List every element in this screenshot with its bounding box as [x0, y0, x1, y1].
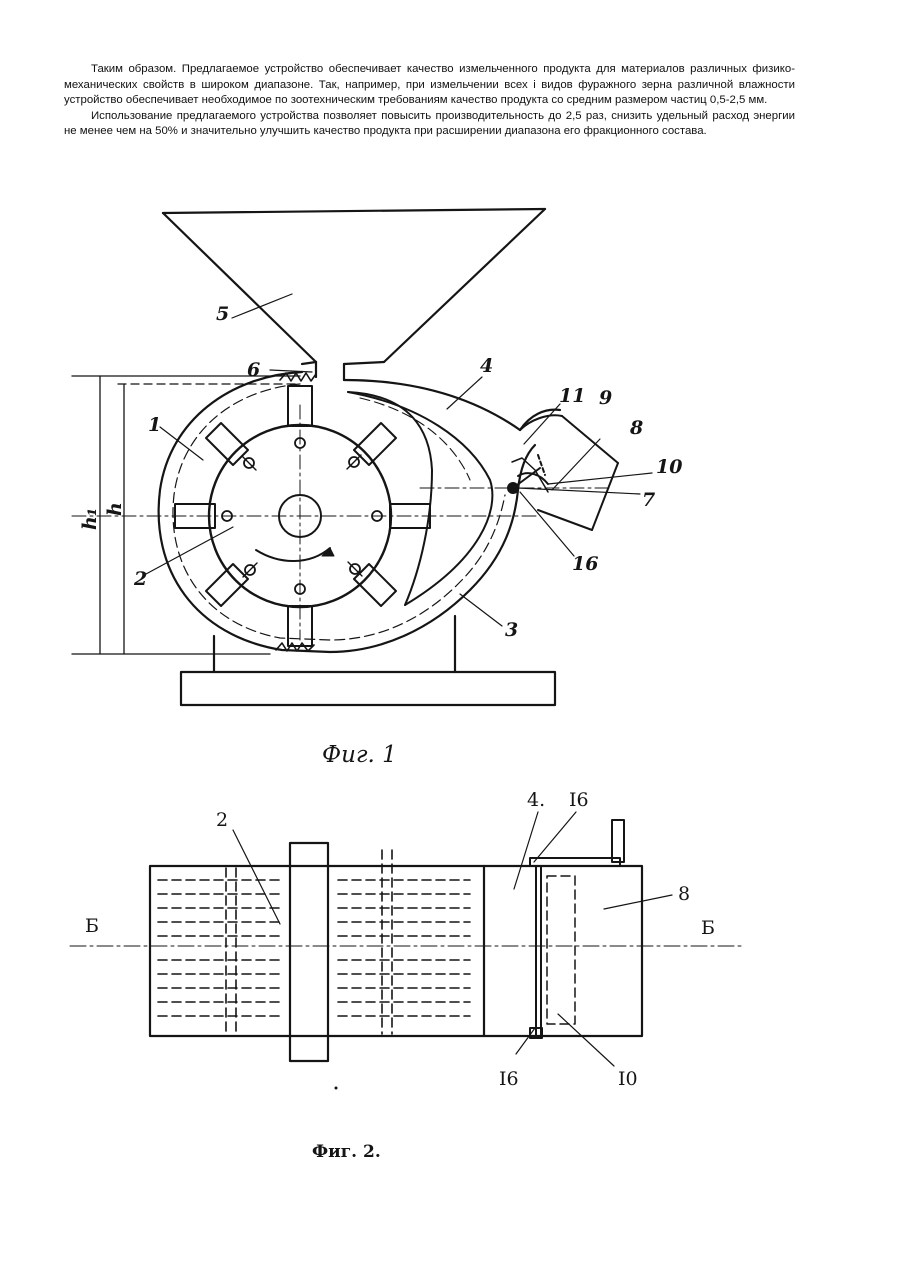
fig1-label-h1: h₁: [79, 508, 101, 530]
fig1-label-9: 9: [599, 387, 612, 409]
fig2-section-left: Б: [85, 915, 99, 937]
speck-dot: [335, 1087, 338, 1090]
fig2-label-4: 4.: [527, 789, 545, 811]
base-frame: [181, 616, 555, 705]
fig1-label-1: 1: [148, 414, 161, 436]
center-lines: [72, 405, 610, 640]
fig1-label-11: 11: [559, 385, 585, 407]
housing-volute: [159, 372, 560, 652]
fig2-section-right: Б: [701, 917, 715, 939]
fig1-label-10: 10: [656, 456, 682, 478]
fig2-label-16-bottom: I6: [499, 1068, 519, 1090]
rotor-plates: [158, 850, 470, 1034]
fig1-label-3: 3: [505, 619, 518, 641]
fig1-label-4: 4: [480, 355, 493, 377]
fig2-label-2: 2: [216, 809, 228, 831]
fig1-label-7: 7: [642, 489, 655, 511]
fig1-label-8: 8: [629, 417, 643, 439]
fig1-label-h: h: [104, 502, 126, 516]
housing-plan: [150, 843, 642, 1061]
fig2-label-8: 8: [678, 883, 690, 905]
deck-plates: [276, 373, 316, 651]
fig2-label-10: I0: [618, 1068, 638, 1090]
figure-1-drawing: 5 6 4 11 9 8 10 7 1 2 16 3 h₁ h Фиг. 1: [0, 0, 901, 780]
fig1-label-5: 5: [216, 303, 229, 325]
fig2-leader-lines: [233, 812, 672, 1066]
outlet-gate-plan: [530, 820, 624, 1038]
fig1-label-2: 2: [133, 568, 147, 590]
fig1-label-16: 16: [572, 553, 598, 575]
fig2-caption: Фиг. 2.: [312, 1142, 381, 1162]
fig2-label-16-top: I6: [569, 789, 589, 811]
fig1-caption: Фиг. 1: [322, 742, 397, 768]
fig1-label-6: 6: [247, 359, 260, 381]
